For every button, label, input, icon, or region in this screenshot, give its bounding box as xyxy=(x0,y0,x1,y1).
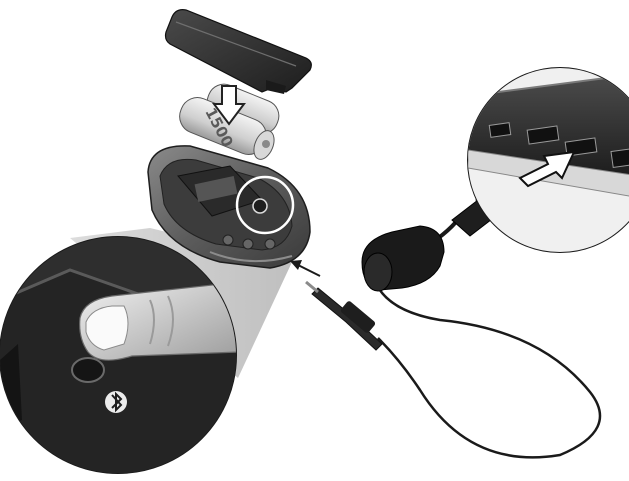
ferrite-bead xyxy=(362,226,444,291)
battery-cover xyxy=(166,10,312,94)
laptop-inset xyxy=(460,60,629,260)
plug-arrow xyxy=(290,260,320,276)
mini-plug xyxy=(306,282,382,350)
bluetooth-icon xyxy=(105,391,127,413)
connect-button xyxy=(72,358,104,382)
